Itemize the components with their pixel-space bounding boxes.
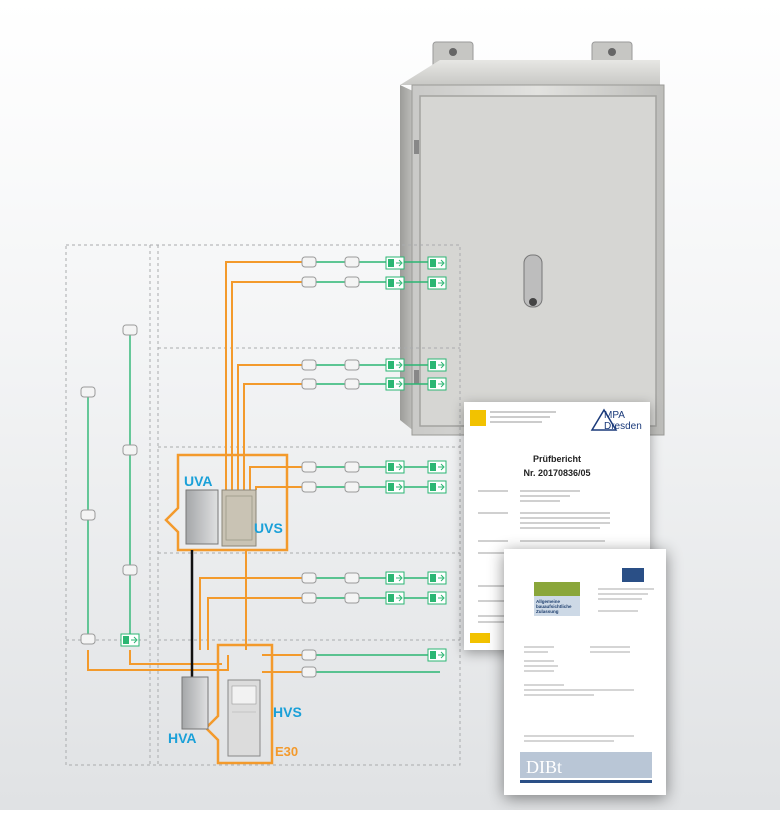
smoke-detector-icon (301, 572, 317, 584)
dibt-approval-doc: Allgemeine bauaufsichtliche Zulassung DI… (504, 549, 666, 795)
exit-sign-icon (385, 358, 405, 372)
smoke-detector-icon (301, 666, 317, 678)
smoke-detector-icon (301, 481, 317, 493)
uvs-box (221, 489, 257, 547)
mpa-number: Nr. 20170836/05 (523, 468, 590, 478)
smoke-detector-icon (344, 572, 360, 584)
smoke-detector-icon (301, 592, 317, 604)
smoke-detector-icon (80, 386, 96, 398)
exit-sign-icon (120, 633, 140, 647)
mpa-logo-line1: MPA (604, 410, 625, 421)
smoke-detector-icon (80, 633, 96, 645)
uva-box (185, 489, 219, 545)
exit-sign-icons (120, 256, 447, 662)
dibt-heading-line2: bauaufsichtliche (536, 604, 572, 609)
mpa-logo-line2: Dresden (604, 421, 642, 432)
exit-sign-icon (385, 377, 405, 391)
exit-sign-icon (427, 358, 447, 372)
smoke-detector-icon (344, 256, 360, 268)
smoke-detector-icon (344, 481, 360, 493)
smoke-detector-icon (301, 359, 317, 371)
dibt-heading-line3: Zulassung (536, 609, 559, 614)
smoke-detector-icon (122, 444, 138, 456)
label-uvs: UVS (254, 520, 283, 536)
exit-sign-icon (385, 256, 405, 270)
smoke-detector-icon (301, 461, 317, 473)
smoke-detector-icons (80, 256, 360, 678)
smoke-detector-icon (344, 592, 360, 604)
cabinet-photo (400, 41, 665, 436)
exit-sign-icon (427, 591, 447, 605)
smoke-detector-icon (344, 359, 360, 371)
smoke-detector-icon (80, 509, 96, 521)
exit-sign-icon (427, 276, 447, 290)
dibt-heading-line1: Allgemeine (536, 599, 561, 604)
smoke-detector-icon (344, 276, 360, 288)
exit-sign-icon (385, 276, 405, 290)
smoke-detector-icon (301, 378, 317, 390)
exit-sign-icon (385, 571, 405, 585)
smoke-detector-icon (301, 276, 317, 288)
label-uva: UVA (184, 473, 213, 489)
green-circuits (87, 261, 440, 673)
exit-sign-icon (427, 460, 447, 474)
exit-sign-icon (385, 460, 405, 474)
exit-sign-icon (385, 480, 405, 494)
label-e30: E30 (275, 744, 298, 759)
dibt-logo: DIBt (526, 757, 562, 777)
exit-sign-icon (427, 256, 447, 270)
exit-sign-icon (427, 377, 447, 391)
exit-sign-icon (427, 480, 447, 494)
orange-wiring (87, 261, 302, 765)
smoke-detector-icon (301, 256, 317, 268)
label-hva: HVA (168, 730, 197, 746)
smoke-detector-icon (122, 324, 138, 336)
label-hvs: HVS (273, 704, 302, 720)
smoke-detector-icon (344, 378, 360, 390)
hvs-box (227, 679, 261, 757)
component-labels: UVA UVS HVA HVS E30 (168, 473, 302, 759)
exit-sign-icon (427, 571, 447, 585)
hva-box (181, 676, 209, 730)
dibt-text-lines (524, 588, 654, 742)
smoke-detector-icon (301, 649, 317, 661)
exit-sign-icon (427, 648, 447, 662)
smoke-detector-icon (344, 461, 360, 473)
exit-sign-icon (385, 591, 405, 605)
smoke-detector-icon (122, 564, 138, 576)
mpa-title: Prüfbericht (533, 454, 581, 464)
